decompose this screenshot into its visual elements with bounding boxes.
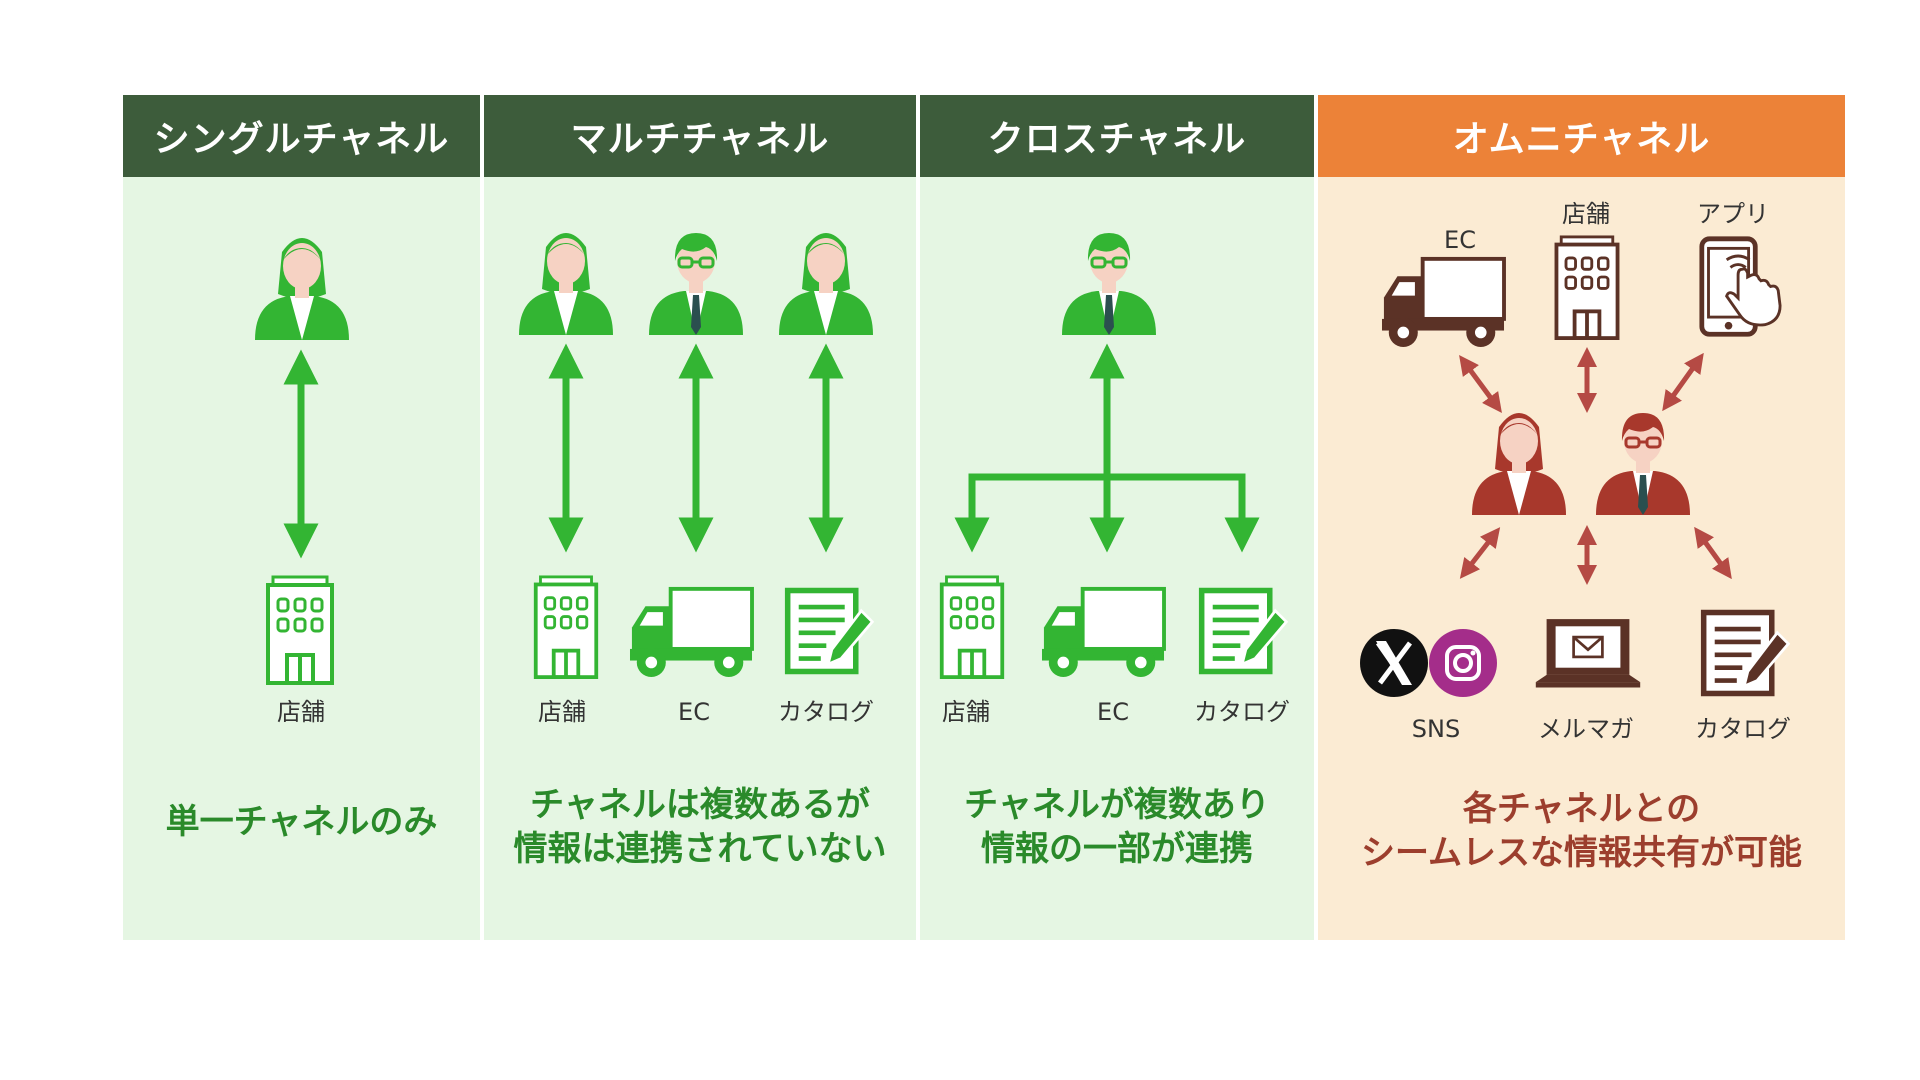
ec-label: EC bbox=[1097, 698, 1129, 726]
truck-icon bbox=[1379, 256, 1507, 347]
laptop-mail-icon bbox=[1534, 617, 1642, 689]
panel-title: クロスチャネル bbox=[920, 95, 1314, 177]
bidirectional-arrow bbox=[1662, 352, 1704, 412]
panel-cross-channel: クロスチャネル 店舗 EC カタログ チャネルが複数あり 情報の一部が連携 bbox=[920, 95, 1314, 940]
catalog-icon bbox=[1704, 613, 1789, 694]
person-icon bbox=[1594, 411, 1692, 515]
bidirectional-arrow bbox=[1459, 527, 1501, 579]
x-logo-icon bbox=[1360, 629, 1428, 697]
person-icon bbox=[255, 238, 349, 340]
sns-label: SNS bbox=[1412, 715, 1460, 743]
panel-caption: 各チャネルとの シームレスな情報共有が可能 bbox=[1361, 789, 1802, 873]
store-icon bbox=[268, 577, 332, 683]
bidirectional-arrow bbox=[1459, 354, 1502, 414]
mailmag-label: メルマガ bbox=[1538, 715, 1634, 743]
smartphone-icon bbox=[1702, 239, 1780, 334]
person-icon bbox=[519, 233, 613, 335]
ec-label: EC bbox=[1444, 226, 1476, 254]
person-icon bbox=[1060, 231, 1158, 335]
panel-single-channel: シングルチャネル 店舗 単一チャネルのみ bbox=[123, 95, 480, 940]
instagram-icon bbox=[1429, 629, 1497, 697]
omni-channel-diagram: EC 店舗 アプリ SNS メルマガ カタログ bbox=[1360, 200, 1845, 743]
panel-caption: 単一チャネルのみ bbox=[165, 802, 438, 842]
panel-title: シングルチャネル bbox=[123, 95, 480, 177]
store-label: 店舗 bbox=[277, 698, 325, 726]
catalog-label: カタログ bbox=[1695, 715, 1791, 743]
truck-icon bbox=[627, 586, 755, 677]
panel-title: マルチチャネル bbox=[484, 95, 916, 177]
store-label: 店舗 bbox=[1562, 200, 1610, 228]
ec-label: EC bbox=[678, 698, 710, 726]
store-icon bbox=[536, 577, 597, 677]
store-label: 店舗 bbox=[942, 698, 990, 726]
catalog-label: カタログ bbox=[1194, 698, 1290, 726]
panel-caption: チャネルが複数あり 情報の一部が連携 bbox=[964, 785, 1270, 869]
store-icon bbox=[942, 577, 1003, 677]
person-icon bbox=[1472, 413, 1566, 515]
catalog-label: カタログ bbox=[778, 698, 874, 726]
panel-title: オムニチャネル bbox=[1318, 95, 1845, 177]
catalog-icon bbox=[788, 591, 873, 672]
app-label: アプリ bbox=[1697, 200, 1769, 228]
truck-icon bbox=[1039, 586, 1167, 677]
branch-connector bbox=[954, 473, 1260, 553]
panel-omni-channel: オムニチャネル EC 店舗 アプリ SNS メルマガ カタログ 各チ bbox=[1318, 95, 1845, 940]
panel-caption: チャネルは複数あるが 情報は連携されていない bbox=[513, 785, 887, 869]
cross-channel-diagram: 店舗 EC カタログ bbox=[920, 231, 1290, 726]
store-label: 店舗 bbox=[538, 698, 586, 726]
catalog-icon bbox=[1202, 591, 1287, 672]
person-icon bbox=[647, 231, 745, 335]
multi-channel-diagram: 店舗 EC カタログ bbox=[519, 231, 916, 726]
single-channel-diagram: 店舗 bbox=[255, 238, 349, 726]
bidirectional-arrow bbox=[1694, 526, 1732, 580]
person-icon bbox=[779, 233, 873, 335]
panel-multi-channel: マルチチャネル 店舗 EC カタログ チャネルは複数あるが 情報は連携されていな… bbox=[484, 95, 916, 940]
store-icon bbox=[1554, 235, 1620, 340]
